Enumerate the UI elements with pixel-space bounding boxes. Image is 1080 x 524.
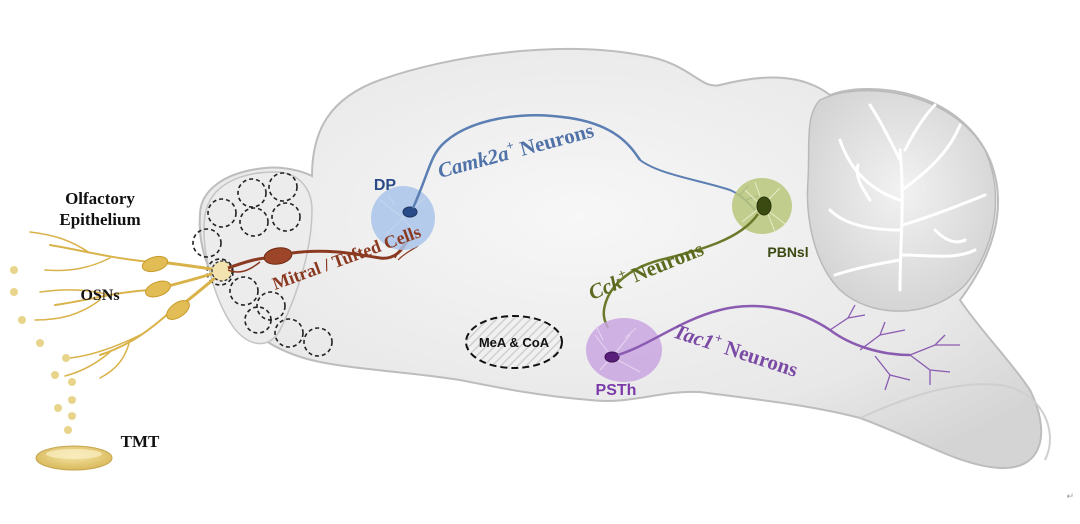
tac1-sup: + xyxy=(713,330,725,347)
olfactory-label-line1: Olfactory xyxy=(65,189,135,208)
return-mark: ↵ xyxy=(1066,492,1074,502)
osn-cell-bodies xyxy=(141,255,190,320)
glomeruli xyxy=(192,172,333,357)
psth-label: PSTh xyxy=(596,382,637,399)
olfactory-label-line2: Epithelium xyxy=(59,210,140,229)
psth-neuron xyxy=(586,304,960,391)
osns-label: OSNs xyxy=(80,287,119,304)
dp-neuron xyxy=(371,114,759,250)
osn-neurons xyxy=(29,231,222,379)
mea-coa-label: MeA & CoA xyxy=(479,335,550,350)
cerebellum-folia xyxy=(828,103,987,292)
mea-coa-region: MeA & CoA xyxy=(465,315,563,369)
dp-label: DP xyxy=(374,177,397,194)
camk2a-sup: + xyxy=(504,137,515,153)
pbnsl-neuron xyxy=(602,178,792,329)
tmt-label: TMT xyxy=(121,432,160,451)
tmt-droplet-icon xyxy=(35,445,113,471)
odor-droplets xyxy=(10,266,76,434)
pbnsl-label: PBNsl xyxy=(767,244,808,260)
